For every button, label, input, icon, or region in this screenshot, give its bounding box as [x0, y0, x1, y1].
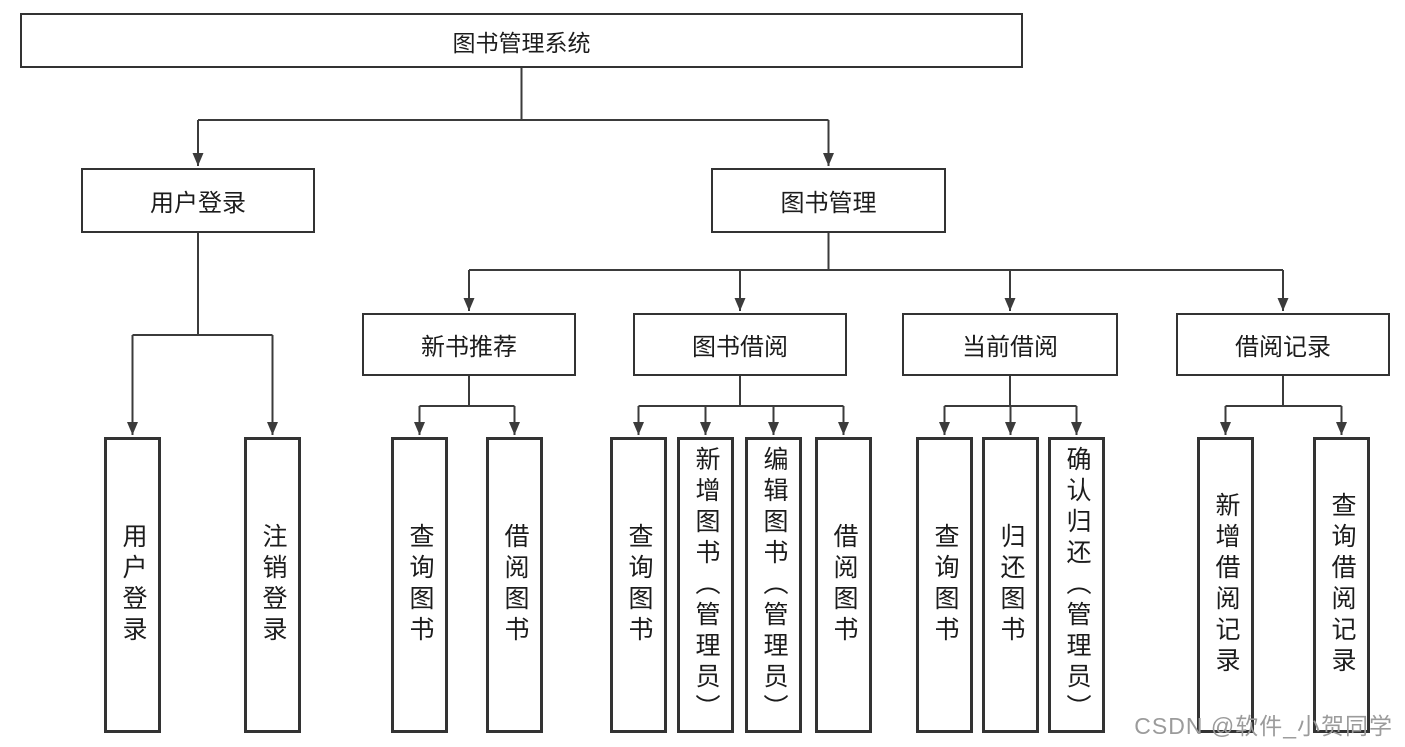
node-user-login-label: 用户登录 [150, 190, 246, 217]
leaf-recommend-query-books: 查询图书 [391, 437, 448, 733]
node-borrow-record: 借阅记录 [1176, 313, 1390, 376]
leaf-recommend-borrow-books: 借阅图书 [486, 437, 543, 733]
leaf-add-borrow-record: 新增借阅记录 [1197, 437, 1254, 733]
node-current-borrow-label: 当前借阅 [962, 334, 1058, 361]
leaf-recommend-borrow-books-label: 借阅图书 [501, 523, 529, 647]
leaf-user-login-label: 用户登录 [119, 523, 147, 647]
leaf-return-books-label: 归还图书 [997, 523, 1025, 647]
leaf-logout-label: 注销登录 [259, 523, 287, 647]
connector-lines [132, 68, 1342, 407]
leaf-logout: 注销登录 [244, 437, 301, 733]
leaf-confirm-return-admin: 确认归还（管理员） [1048, 437, 1105, 733]
node-book-management: 图书管理 [711, 168, 946, 233]
connector-arrows [127, 120, 1347, 435]
leaf-current-query-books-label: 查询图书 [931, 523, 959, 647]
csdn-watermark: CSDN @软件_小贺同学 [1134, 713, 1393, 739]
node-book-borrow-label: 图书借阅 [692, 334, 788, 361]
leaf-query-borrow-record: 查询借阅记录 [1313, 437, 1370, 733]
leaf-edit-books-admin-label: 编辑图书（管理员） [760, 445, 788, 725]
node-root-label: 图书管理系统 [452, 29, 591, 56]
leaf-borrow-query-books-label: 查询图书 [625, 523, 653, 647]
leaf-borrow-borrow-books-label: 借阅图书 [830, 523, 858, 647]
node-current-borrow: 当前借阅 [902, 313, 1118, 376]
leaf-user-login: 用户登录 [104, 437, 161, 733]
node-new-book-recommend: 新书推荐 [362, 313, 576, 376]
node-new-book-recommend-label: 新书推荐 [421, 334, 517, 361]
node-book-borrow: 图书借阅 [633, 313, 847, 376]
node-borrow-record-label: 借阅记录 [1235, 334, 1331, 361]
leaf-return-books: 归还图书 [982, 437, 1039, 733]
leaf-borrow-query-books: 查询图书 [610, 437, 667, 733]
leaf-confirm-return-admin-label: 确认归还（管理员） [1063, 445, 1091, 725]
leaf-recommend-query-books-label: 查询图书 [406, 523, 434, 647]
leaf-query-borrow-record-label: 查询借阅记录 [1328, 492, 1356, 678]
leaf-add-borrow-record-label: 新增借阅记录 [1212, 492, 1240, 678]
leaf-add-books-admin-label: 新增图书（管理员） [692, 445, 720, 725]
leaf-current-query-books: 查询图书 [916, 437, 973, 733]
leaf-edit-books-admin: 编辑图书（管理员） [745, 437, 802, 733]
leaf-add-books-admin: 新增图书（管理员） [677, 437, 734, 733]
node-root: 图书管理系统 [20, 13, 1023, 68]
node-user-login: 用户登录 [81, 168, 315, 233]
node-book-management-label: 图书管理 [780, 190, 877, 217]
leaf-borrow-borrow-books: 借阅图书 [815, 437, 872, 733]
